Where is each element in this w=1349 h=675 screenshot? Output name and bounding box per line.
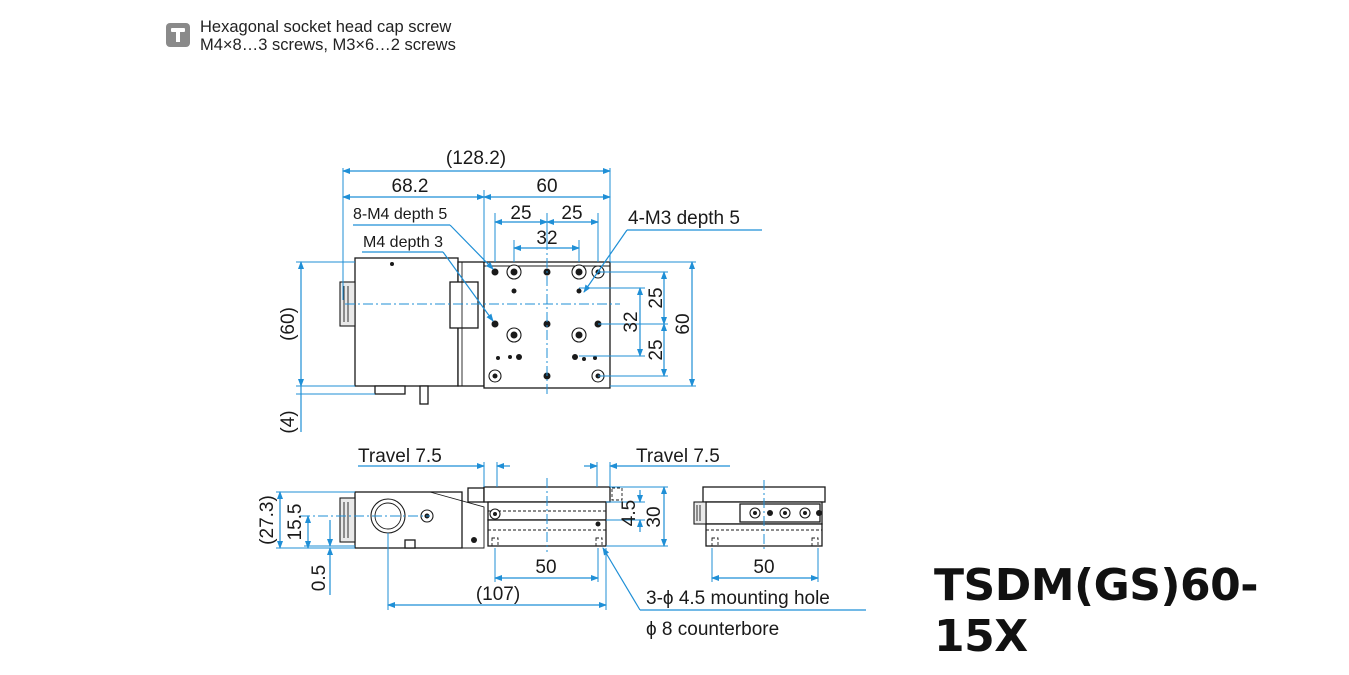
- dim-w-50-end: 50: [753, 557, 774, 578]
- dim-h-155: 15.5: [285, 504, 306, 541]
- hex-socket-screw-icon: [166, 23, 190, 47]
- dim-h-273: (27.3): [257, 495, 278, 545]
- label-tap-m4-center: M4 depth 3: [363, 234, 443, 251]
- dim-v-32: 32: [621, 311, 642, 332]
- model-title: TSDM(GS)60-15X: [934, 560, 1259, 662]
- legend-line-1: Hexagonal socket head cap screw: [200, 18, 452, 36]
- label-tap-m3: 4-M3 depth 5: [628, 208, 740, 229]
- dim-pitch-25-b: 25: [561, 203, 582, 224]
- label-tap-m4: 8-M4 depth 5: [353, 206, 447, 223]
- label-travel-right: Travel 7.5: [636, 446, 720, 467]
- dim-overall-width: (128.2): [446, 148, 506, 169]
- dim-v-25-a: 25: [646, 287, 667, 308]
- dim-v-60: 60: [673, 313, 694, 334]
- label-travel-left: Travel 7.5: [358, 446, 442, 467]
- dim-v-25-b: 25: [646, 339, 667, 360]
- dim-left-width: 68.2: [392, 176, 429, 197]
- dim-h-30: 30: [644, 506, 665, 527]
- motor-body: [354, 257, 459, 387]
- side-view: Travel 7.5 Travel 7.5 (27.3) 15.5 0.5 4.…: [257, 446, 866, 640]
- end-view: 50: [693, 480, 826, 582]
- legend-text: Hexagonal socket head cap screw M4×8…3 s…: [200, 18, 456, 54]
- dim-pitch-25-a: 25: [510, 203, 531, 224]
- stage-holes: [488, 264, 605, 383]
- dim-pitch-32: 32: [536, 228, 557, 249]
- dim-height-overall: (60): [278, 307, 299, 341]
- label-mount-hole: 3-ϕ 4.5 mounting hole: [646, 588, 830, 609]
- label-counterbore: ϕ 8 counterbore: [646, 619, 779, 640]
- screw-legend: Hexagonal socket head cap screw M4×8…3 s…: [166, 18, 456, 54]
- dim-w-50-side: 50: [535, 557, 556, 578]
- dim-w-107: (107): [476, 584, 520, 605]
- dim-h-05: 0.5: [309, 565, 330, 591]
- top-view: (128.2) 68.2 60 25 25 32 8-M4 depth 5 M4…: [278, 148, 762, 434]
- dim-right-width: 60: [536, 176, 557, 197]
- dim-h-45: 4.5: [619, 500, 640, 526]
- legend-line-2: M4×8…3 screws, M3×6…2 screws: [200, 36, 456, 54]
- dim-height-offset: (4): [278, 410, 299, 433]
